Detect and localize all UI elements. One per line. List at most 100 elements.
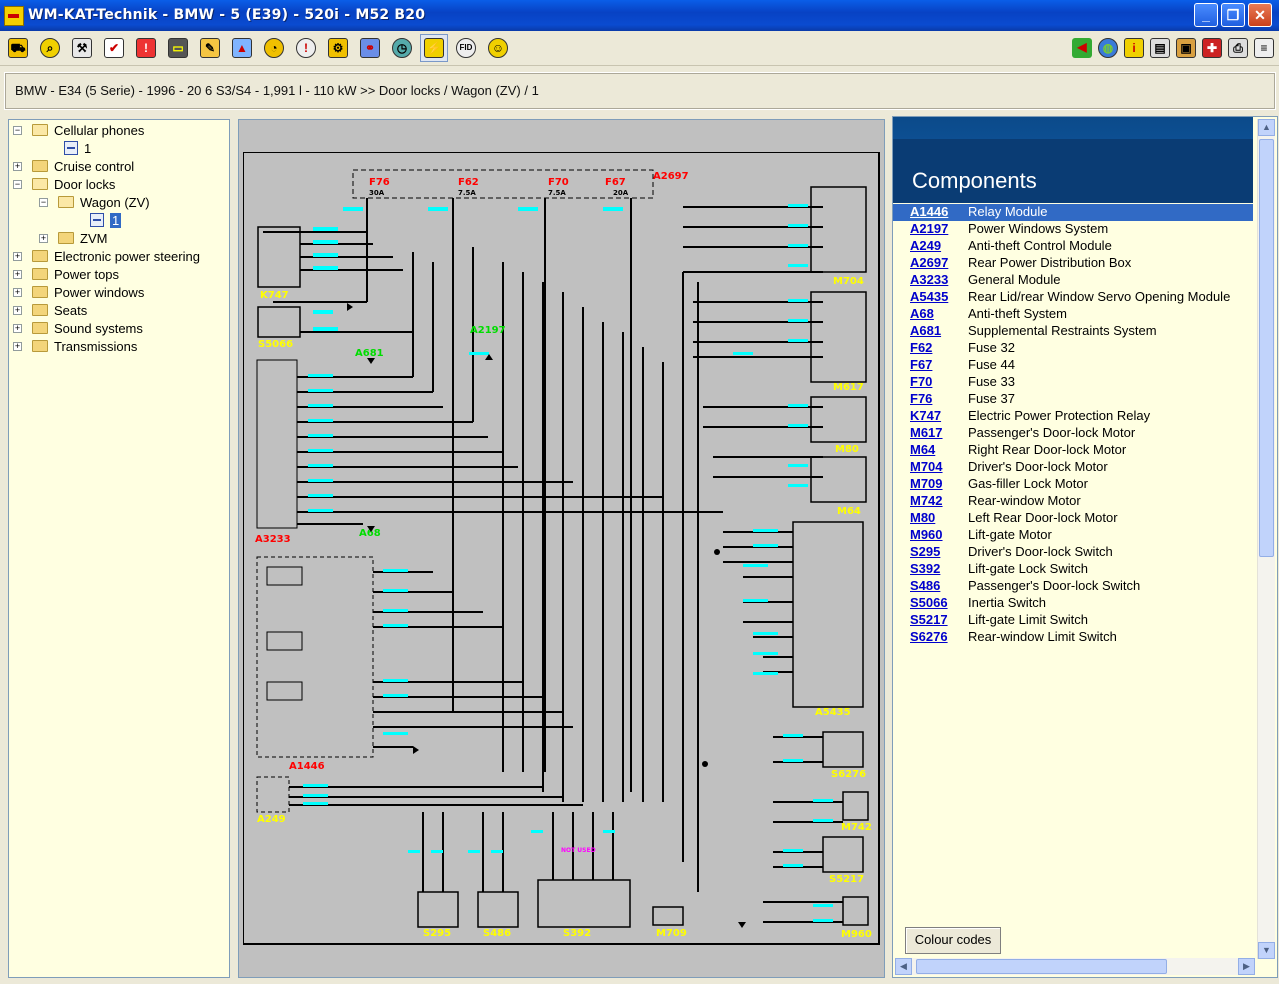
- component-code-link[interactable]: S6276: [910, 629, 948, 644]
- collapse-icon[interactable]: −: [13, 124, 22, 135]
- tools-icon[interactable]: ⚒: [68, 34, 96, 62]
- tree-item-cruise-control[interactable]: + Cruise control: [13, 157, 134, 175]
- component-code-link[interactable]: S486: [910, 578, 941, 593]
- battery-icon[interactable]: ▭: [164, 34, 192, 62]
- component-code-link[interactable]: A68: [910, 306, 934, 321]
- expand-icon[interactable]: +: [13, 250, 22, 261]
- timer-icon[interactable]: ◷: [388, 34, 416, 62]
- checklist-icon[interactable]: ✔: [100, 34, 128, 62]
- collapse-icon[interactable]: −: [13, 178, 22, 189]
- gauge-icon[interactable]: ◔: [260, 34, 288, 62]
- help-face-icon[interactable]: ☺: [484, 34, 512, 62]
- scroll-left-icon[interactable]: ◀: [895, 958, 912, 975]
- engine-warning-icon[interactable]: !: [132, 34, 160, 62]
- fid-icon[interactable]: FID: [452, 34, 480, 62]
- maximize-button[interactable]: ❐: [1221, 3, 1245, 27]
- collapse-icon[interactable]: −: [39, 196, 48, 207]
- tree-item-wagon-zv-1[interactable]: 1: [90, 211, 122, 229]
- expand-icon[interactable]: +: [13, 286, 22, 297]
- component-code-link[interactable]: A5435: [910, 289, 949, 304]
- component-code-link[interactable]: A2697: [910, 255, 949, 270]
- tree-item-power-tops[interactable]: + Power tops: [13, 265, 119, 283]
- expand-icon[interactable]: +: [13, 160, 22, 171]
- gear-icon[interactable]: ⚙: [324, 34, 352, 62]
- globe-icon[interactable]: ◍: [1094, 34, 1122, 62]
- scroll-thumb[interactable]: [1259, 139, 1274, 557]
- wiring-diagram[interactable]: F76 F62 F70 F67 30A 7.5A 7.5A 20A A2697 …: [243, 152, 883, 947]
- mechanism-icon[interactable]: ⚭: [356, 34, 384, 62]
- component-code-link[interactable]: F67: [910, 357, 933, 372]
- component-code-link[interactable]: M80: [910, 510, 936, 525]
- component-code-link[interactable]: A681: [910, 323, 942, 338]
- scroll-up-icon[interactable]: ▲: [1258, 119, 1275, 136]
- tree-item-cellular-phones-1[interactable]: 1: [64, 139, 91, 157]
- tree-item-door-locks[interactable]: − Door locks: [13, 175, 115, 193]
- component-code-link[interactable]: F76: [910, 391, 933, 406]
- scroll-right-icon[interactable]: ▶: [1238, 958, 1255, 975]
- folder-icon[interactable]: ▣: [1172, 34, 1200, 62]
- component-code-link[interactable]: A249: [910, 238, 942, 253]
- component-code-link[interactable]: M709: [910, 476, 943, 491]
- tree-item-zvm[interactable]: + ZVM: [39, 229, 107, 247]
- component-code-link[interactable]: K747: [910, 408, 942, 423]
- component-code-link[interactable]: A3233: [910, 272, 949, 287]
- chart-icon[interactable]: ▲: [228, 34, 256, 62]
- component-code-link[interactable]: M704: [910, 459, 943, 474]
- component-code-link[interactable]: M960: [910, 527, 943, 542]
- component-code-link[interactable]: S392: [910, 561, 941, 576]
- warning-icon[interactable]: !: [292, 34, 320, 62]
- list-icon[interactable]: ≡: [1250, 34, 1278, 62]
- magnifier-icon[interactable]: ⌕: [36, 34, 64, 62]
- component-code-link[interactable]: A1446: [910, 204, 949, 219]
- component-code-link[interactable]: S295: [910, 544, 941, 559]
- wiring-diagram-icon[interactable]: ⚡: [420, 34, 448, 62]
- vertical-scrollbar[interactable]: ▲ ▼: [1257, 119, 1275, 959]
- pencil-icon[interactable]: ✎: [196, 34, 224, 62]
- scroll-thumb-horizontal[interactable]: [916, 959, 1167, 974]
- component-code-link[interactable]: M617: [910, 425, 943, 440]
- back-icon[interactable]: ◀: [1068, 34, 1096, 62]
- tree-item-wagon-zv[interactable]: − Wagon (ZV): [39, 193, 150, 211]
- component-code-link[interactable]: F62: [910, 340, 933, 355]
- car-icon[interactable]: ⛟: [4, 34, 32, 62]
- tree-item-cellular-phones[interactable]: − Cellular phones: [13, 121, 144, 139]
- component-code-link[interactable]: A2197: [910, 221, 949, 236]
- expand-icon[interactable]: +: [39, 232, 48, 243]
- expand-icon[interactable]: +: [13, 304, 22, 315]
- tree-item-electronic-power-steering[interactable]: + Electronic power steering: [13, 247, 200, 265]
- expand-icon[interactable]: +: [13, 268, 22, 279]
- tree-item-transmissions[interactable]: + Transmissions: [13, 337, 137, 355]
- tree-item-seats[interactable]: + Seats: [13, 301, 87, 319]
- close-button[interactable]: ✕: [1248, 3, 1272, 27]
- colour-codes-button[interactable]: Colour codes: [905, 927, 1001, 954]
- component-code-link[interactable]: F70: [910, 374, 933, 389]
- expand-icon[interactable]: +: [13, 322, 22, 333]
- info-icon[interactable]: i: [1120, 34, 1148, 62]
- print-setup-icon[interactable]: ⎙: [1224, 34, 1252, 62]
- component-code-link[interactable]: M64: [910, 442, 936, 457]
- expand-icon[interactable]: +: [13, 340, 22, 351]
